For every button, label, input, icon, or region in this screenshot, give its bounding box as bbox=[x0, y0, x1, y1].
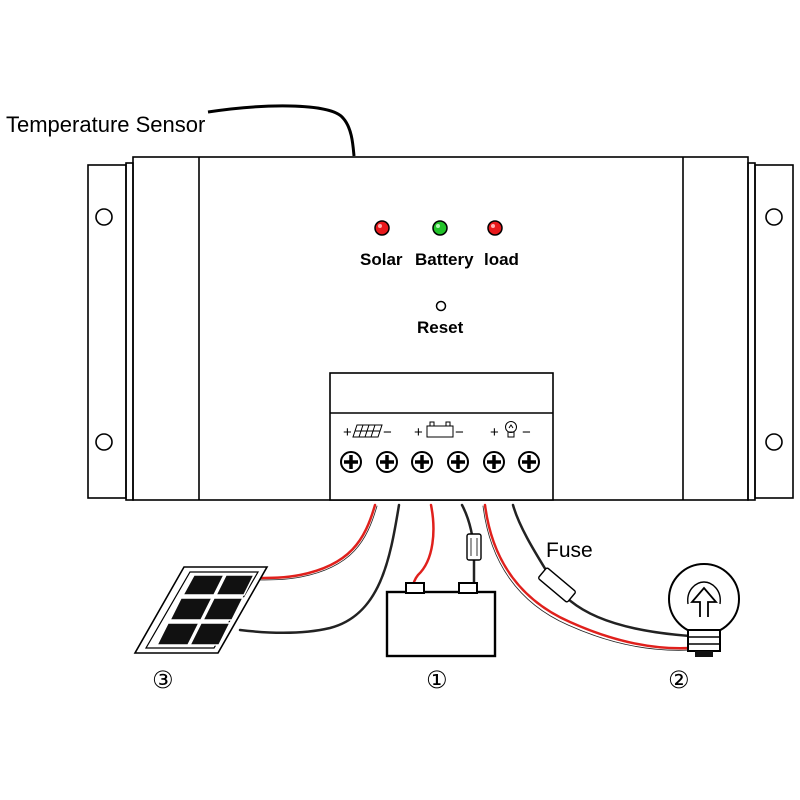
load-fuse-icon bbox=[538, 567, 576, 603]
load-led-label: load bbox=[484, 250, 519, 269]
screw-terminal-icon[interactable] bbox=[518, 451, 540, 473]
battery-led-label: Battery bbox=[415, 250, 474, 269]
mounting-hole-icon bbox=[95, 433, 113, 451]
load-fuse: Fuse bbox=[538, 539, 593, 603]
load-plus-mark: + bbox=[490, 424, 499, 441]
solar-panel: ③ bbox=[133, 566, 269, 694]
solar-panel-icon bbox=[352, 424, 383, 438]
battery: ① bbox=[385, 582, 497, 694]
reset-button[interactable] bbox=[435, 300, 447, 312]
mounting-hole-icon bbox=[95, 208, 113, 226]
battery-plus-mark: + bbox=[414, 424, 423, 441]
left-mounting-bracket bbox=[87, 164, 127, 499]
load-positive-wire bbox=[483, 503, 692, 650]
lamp-filament-arc bbox=[687, 581, 721, 605]
load-positive-wire-edge bbox=[482, 505, 691, 651]
status-leds: Solar Battery load bbox=[360, 220, 519, 269]
solar-led-icon bbox=[374, 220, 390, 236]
battery-negative-terminal bbox=[458, 582, 478, 594]
battery-icon bbox=[426, 421, 454, 438]
load-negative-wire bbox=[511, 503, 692, 638]
solar-negative-wire bbox=[238, 503, 401, 634]
mounting-hole-icon bbox=[765, 208, 783, 226]
lamp-filament-icon bbox=[690, 586, 718, 617]
left-bracket-lip bbox=[125, 162, 134, 501]
solar-positive-wire-edge bbox=[257, 505, 378, 581]
led-highlight bbox=[378, 224, 382, 228]
solar-led-label: Solar bbox=[360, 250, 403, 269]
terminal-block: + − + − + − bbox=[329, 372, 554, 501]
mounting-hole-icon bbox=[765, 433, 783, 451]
right-bracket-lip bbox=[747, 162, 756, 501]
fuse-label: Fuse bbox=[546, 539, 593, 562]
solar-minus-mark: − bbox=[383, 424, 392, 441]
solar-number-label: ③ bbox=[152, 666, 174, 694]
battery-fuse-icon bbox=[466, 533, 482, 561]
screw-terminals bbox=[340, 451, 540, 473]
battery-body bbox=[385, 590, 497, 658]
load-led-icon bbox=[487, 220, 503, 236]
reset-control[interactable]: Reset bbox=[417, 300, 464, 338]
battery-positive-wire bbox=[411, 503, 435, 590]
load-minus-mark: − bbox=[522, 424, 531, 441]
battery-minus-mark: − bbox=[455, 424, 464, 441]
battery-number-label: ① bbox=[426, 666, 448, 694]
battery-led-icon bbox=[432, 220, 448, 236]
screw-terminal-icon[interactable] bbox=[411, 451, 433, 473]
temperature-sensor: Temperature Sensor bbox=[6, 104, 356, 157]
solar-cells bbox=[155, 574, 256, 646]
screw-terminal-icon[interactable] bbox=[340, 451, 362, 473]
screw-terminal-icon[interactable] bbox=[447, 451, 469, 473]
battery-positive-terminal bbox=[405, 582, 425, 594]
load-number-label: ② bbox=[668, 666, 690, 694]
lamp-contact bbox=[695, 651, 713, 657]
screw-terminal-icon[interactable] bbox=[483, 451, 505, 473]
led-highlight bbox=[436, 224, 440, 228]
right-mounting-bracket bbox=[754, 164, 794, 499]
screw-terminal-icon[interactable] bbox=[376, 451, 398, 473]
bulb-icon bbox=[505, 421, 517, 438]
temperature-sensor-label: Temperature Sensor bbox=[6, 112, 205, 137]
led-highlight bbox=[491, 224, 495, 228]
temperature-sensor-cable bbox=[207, 104, 356, 157]
solar-plus-mark: + bbox=[343, 424, 352, 441]
lamp-socket bbox=[687, 629, 721, 652]
load-lamp: ② bbox=[668, 563, 740, 694]
solar-panel-inner-frame bbox=[144, 571, 260, 649]
battery-fuse bbox=[466, 533, 482, 561]
lamp-globe bbox=[668, 563, 740, 635]
reset-label: Reset bbox=[417, 318, 464, 337]
solar-positive-wire bbox=[256, 503, 377, 580]
